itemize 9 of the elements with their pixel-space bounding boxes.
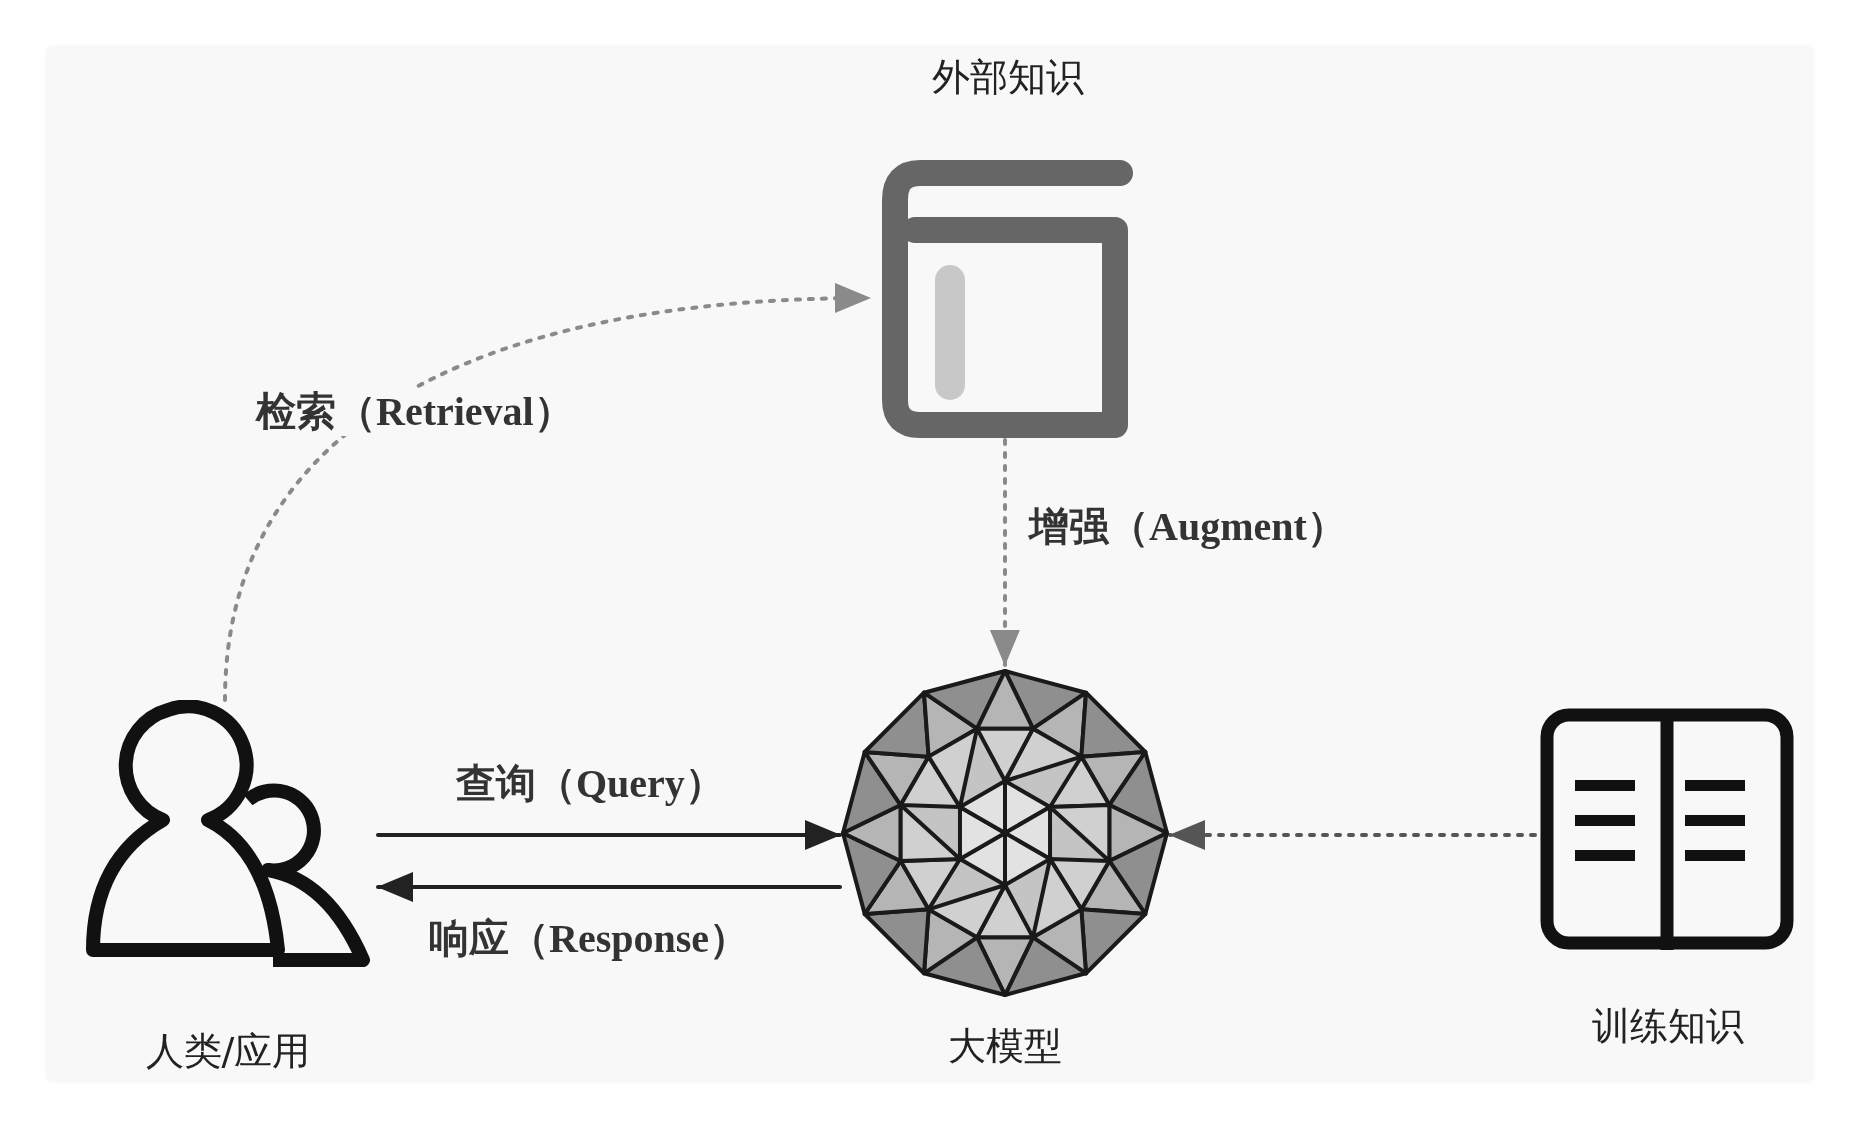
node-label: 人类/应用 (145, 1029, 311, 1075)
dashed-arrow (989, 438, 1020, 667)
dashed-arrow (223, 284, 872, 702)
node-label: 训练知识 (1591, 1004, 1744, 1050)
node-label: 外部知识 (931, 55, 1084, 101)
node-label: 大模型 (948, 1024, 1062, 1070)
arrow (376, 871, 842, 902)
dashed-arrow (1168, 819, 1537, 850)
arrow (376, 820, 842, 851)
